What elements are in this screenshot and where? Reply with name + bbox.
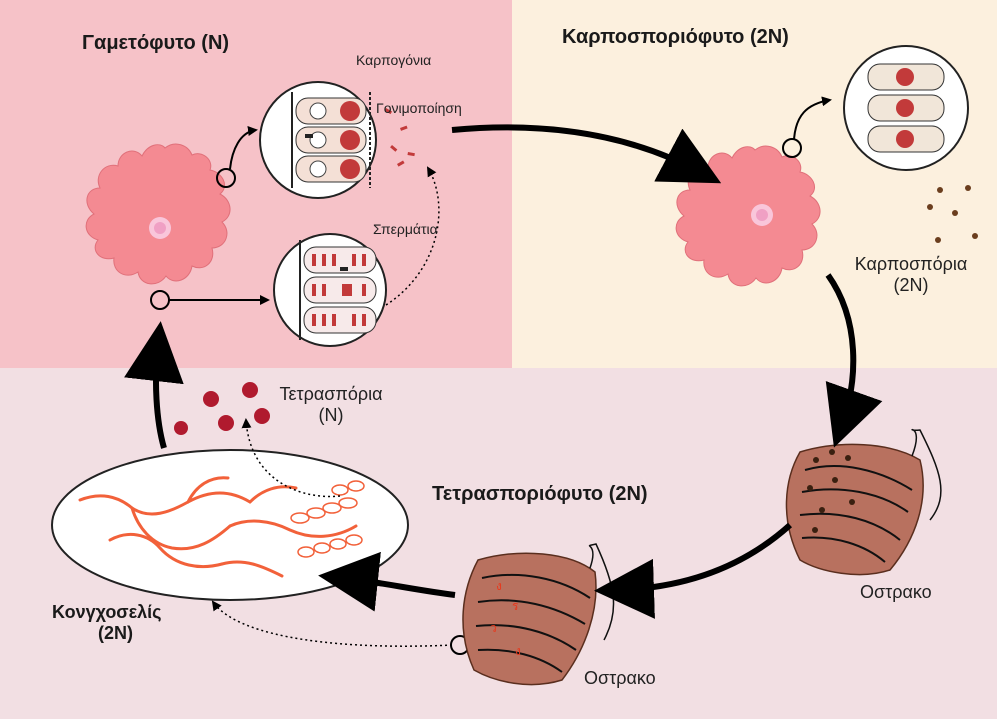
tetraspores-label: Τετρασπόρια (N) (266, 384, 396, 426)
conchocelis-label: Κονγχοσελίς (2N) (52, 602, 162, 644)
svg-text:ง: ง (515, 644, 521, 658)
tetraspores-label-line2: (N) (318, 405, 344, 425)
carpogonia-magnified-view (259, 81, 377, 199)
tetraspores-label-line1: Τετρασπόρια (279, 384, 383, 404)
carpospores (927, 185, 978, 243)
svg-text:ง: ง (496, 579, 502, 593)
conchocelis-label-line2: (2N) (98, 623, 133, 643)
carpospores-label-line1: Καρποσπόρια (854, 254, 968, 274)
tetraspores (174, 382, 270, 435)
carposporophyte-label: Καρποσποριόφυτο (2N) (562, 26, 789, 48)
fertilization-label: Γονιμοποίηση (376, 100, 462, 116)
svg-text:ร: ร (512, 599, 519, 613)
tetrasporophyte-label: Τετρασποριόφυτο (2N) (432, 483, 648, 505)
carpospores-label: Καρποσπόρια (2N) (846, 254, 976, 296)
gametophyte-region (0, 0, 512, 368)
svg-text:ว: ว (490, 621, 497, 635)
spermatia-path (385, 166, 440, 306)
shell-right-label: Οστρακο (860, 582, 932, 602)
gametophyte-thallus (85, 143, 231, 285)
shell-right (785, 428, 942, 576)
shell-bottom-label: Οστρακο (584, 668, 656, 688)
gametophyte-label: Γαμετόφυτο (N) (82, 32, 230, 54)
carposporophyte-magnified-view (843, 45, 969, 171)
carpogonia-label: Καρπογόνια (356, 52, 432, 68)
spermatia-magnified-view (273, 233, 387, 347)
main-cycle-arrows (124, 124, 883, 619)
spermatia-dashes (384, 107, 415, 167)
carpospores-label-line2: (2N) (893, 275, 929, 295)
spermatia-label: Σπερμάτια (373, 221, 438, 237)
conchocelis-label-line1: Κονγχοσελίς (52, 602, 162, 622)
